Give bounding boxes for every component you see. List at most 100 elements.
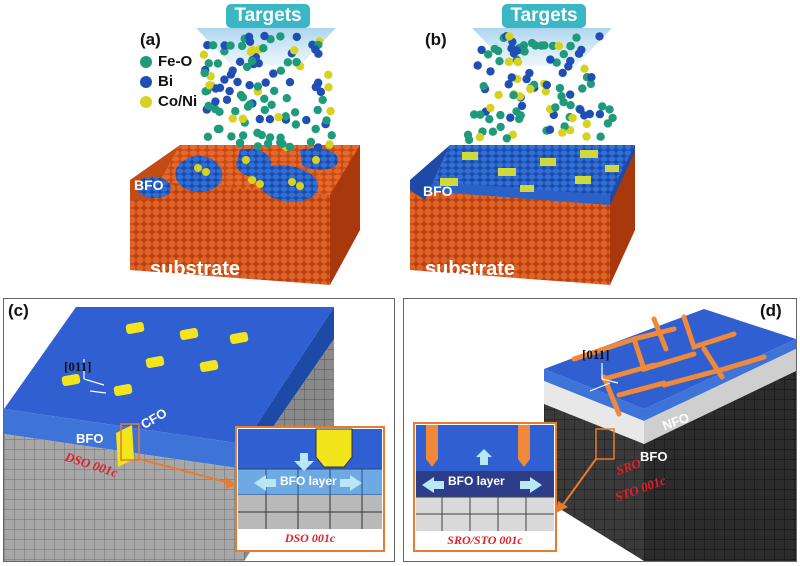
falling-atom bbox=[314, 49, 323, 58]
falling-atom bbox=[311, 124, 320, 134]
panel-b-bfo-label: BFO bbox=[423, 183, 453, 199]
falling-atom bbox=[270, 86, 279, 96]
falling-atom bbox=[290, 108, 300, 117]
falling-atom bbox=[231, 107, 240, 116]
falling-atom bbox=[302, 115, 311, 125]
falling-atom bbox=[228, 66, 237, 75]
falling-atom bbox=[237, 41, 247, 51]
falling-atom bbox=[238, 114, 248, 124]
falling-atom bbox=[558, 128, 567, 137]
falling-atom bbox=[484, 50, 493, 59]
falling-atom bbox=[479, 82, 488, 91]
falling-atom bbox=[552, 58, 561, 67]
panel-a-target-box bbox=[226, 4, 310, 28]
falling-atom bbox=[486, 103, 495, 113]
falling-atom bbox=[200, 68, 209, 78]
panel-b-target-box bbox=[502, 4, 586, 28]
falling-atom bbox=[605, 105, 614, 114]
falling-atom bbox=[582, 119, 591, 129]
panel-c-callout-box bbox=[120, 423, 140, 461]
falling-atom bbox=[314, 143, 323, 152]
falling-atom bbox=[515, 92, 525, 101]
falling-atom bbox=[246, 47, 255, 56]
falling-atom bbox=[559, 50, 568, 59]
falling-atom bbox=[568, 113, 577, 123]
falling-atom bbox=[253, 128, 262, 137]
falling-atom bbox=[292, 32, 301, 42]
falling-atom bbox=[517, 101, 527, 111]
falling-atom bbox=[259, 44, 268, 53]
legend-fe-o-marker bbox=[140, 56, 152, 68]
falling-atom bbox=[263, 139, 273, 148]
panel-d-direction-arrows bbox=[589, 363, 619, 392]
falling-atom bbox=[225, 86, 234, 96]
falling-atom bbox=[213, 59, 223, 68]
falling-atom bbox=[551, 103, 560, 112]
falling-atom bbox=[470, 110, 479, 119]
panel-a-falling-atoms bbox=[199, 31, 336, 152]
panel-d-callout-arrow bbox=[559, 458, 597, 510]
falling-atom bbox=[546, 55, 555, 64]
falling-atom bbox=[316, 87, 326, 97]
falling-atom bbox=[292, 57, 301, 67]
falling-atom bbox=[595, 110, 605, 119]
falling-atom bbox=[554, 41, 563, 51]
falling-atom bbox=[220, 41, 229, 50]
legend-co-ni-label: Co/Ni bbox=[158, 93, 198, 110]
falling-atom bbox=[260, 105, 269, 115]
falling-atom bbox=[541, 87, 550, 96]
falling-atom bbox=[327, 131, 336, 140]
panel-d-illustration bbox=[413, 309, 796, 561]
panel-d-label: (d) bbox=[760, 301, 782, 320]
falling-atom bbox=[473, 61, 482, 70]
falling-atom bbox=[485, 115, 494, 124]
falling-atom bbox=[239, 131, 248, 140]
falling-atom bbox=[204, 59, 213, 68]
falling-atom bbox=[285, 142, 294, 152]
falling-atom bbox=[283, 58, 292, 67]
falling-atom bbox=[199, 50, 209, 59]
panel-c-frame: (c) [011] BFO CFO DSO 001c BFO layer DSO… bbox=[3, 298, 395, 562]
panel-d-nfo-network bbox=[571, 314, 767, 417]
falling-atom bbox=[490, 44, 499, 54]
panel-d-substrate-front bbox=[544, 404, 644, 561]
falling-atom bbox=[313, 105, 322, 115]
falling-atom bbox=[580, 64, 589, 73]
falling-atom bbox=[486, 67, 495, 76]
falling-atom bbox=[505, 32, 514, 41]
falling-atom bbox=[314, 78, 323, 87]
falling-atom bbox=[208, 41, 218, 50]
panel-d-bfo-label: BFO bbox=[640, 449, 668, 464]
panel-b-embedded-pillars bbox=[440, 150, 619, 192]
falling-atom bbox=[261, 78, 270, 87]
falling-atom bbox=[204, 101, 213, 111]
panel-c-bfo-top bbox=[4, 307, 334, 444]
legend-bi-label: Bi bbox=[158, 73, 173, 90]
falling-atom bbox=[211, 97, 220, 106]
falling-atom bbox=[269, 69, 278, 78]
falling-atom bbox=[235, 57, 245, 66]
falling-atom bbox=[227, 132, 236, 141]
panel-d-inset bbox=[413, 422, 557, 552]
falling-atom bbox=[235, 138, 245, 148]
falling-atom bbox=[595, 32, 604, 41]
falling-atom bbox=[576, 105, 585, 114]
falling-atom bbox=[507, 73, 516, 82]
falling-atom bbox=[596, 132, 605, 141]
falling-atom bbox=[542, 80, 551, 90]
falling-atom bbox=[548, 41, 558, 51]
falling-atom bbox=[494, 90, 503, 100]
falling-atom bbox=[477, 45, 486, 55]
deposition-illustrations bbox=[130, 4, 635, 285]
falling-atom bbox=[265, 115, 275, 124]
falling-atom bbox=[247, 56, 257, 66]
panel-c-inset-caption: DSO 001c bbox=[284, 531, 336, 545]
falling-atom bbox=[495, 57, 504, 66]
falling-atom bbox=[582, 132, 591, 141]
falling-atom bbox=[545, 125, 555, 134]
falling-atom bbox=[253, 82, 263, 91]
panel-d-sro-layer bbox=[544, 381, 644, 444]
panel-a-bfo-islands bbox=[138, 148, 339, 202]
falling-atom bbox=[463, 130, 473, 139]
falling-atom bbox=[555, 83, 565, 93]
